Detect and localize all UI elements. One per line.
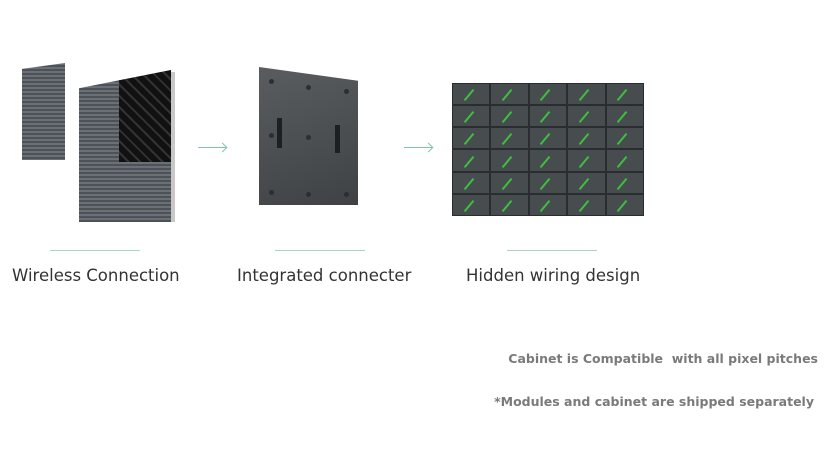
module-cell [491,128,528,149]
cabinet-back-image [259,67,358,205]
module-cell [606,128,643,149]
cabinet-image [79,70,171,222]
module-cell [491,172,528,193]
module-cell [606,84,643,105]
feature-label-wireless: Wireless Connection [12,266,180,285]
module-cell [453,106,490,127]
module-cell [491,106,528,127]
feature-label-connector: Integrated connecter [237,266,412,285]
module-cell [529,84,567,105]
module-grid-image [452,83,644,216]
module-cell [529,172,567,193]
module-cell [568,172,605,193]
module-cell [529,194,567,215]
module-cell [606,106,643,127]
divider [275,250,365,251]
module-cell [568,128,605,149]
module-cell [453,150,490,171]
module-cell [491,84,528,105]
module-cell [568,194,605,215]
arrow-right-icon [198,147,226,148]
module-cell [606,150,643,171]
cabinet-open-section [119,70,171,162]
module-cell [529,150,567,171]
module-cell [568,106,605,127]
divider [507,250,597,251]
module-cell [491,194,528,215]
compatibility-note: Cabinet is Compatible with all pixel pit… [508,351,818,366]
module-cell [529,106,567,127]
led-module-image [22,63,65,160]
module-cell [453,128,490,149]
module-cell [606,194,643,215]
module-cell [606,172,643,193]
divider [50,250,140,251]
cabinet-edge [171,72,175,222]
feature-label-hidden-wiring: Hidden wiring design [466,266,641,285]
connector-left [277,118,282,148]
module-cell [491,150,528,171]
module-cell [529,128,567,149]
shipping-note: *Modules and cabinet are shipped separat… [494,394,814,409]
module-cell [568,150,605,171]
module-cell [568,84,605,105]
module-cell [453,172,490,193]
module-cell [453,194,490,215]
module-cell [453,84,490,105]
arrow-right-icon [404,147,432,148]
connector-right [335,125,340,153]
